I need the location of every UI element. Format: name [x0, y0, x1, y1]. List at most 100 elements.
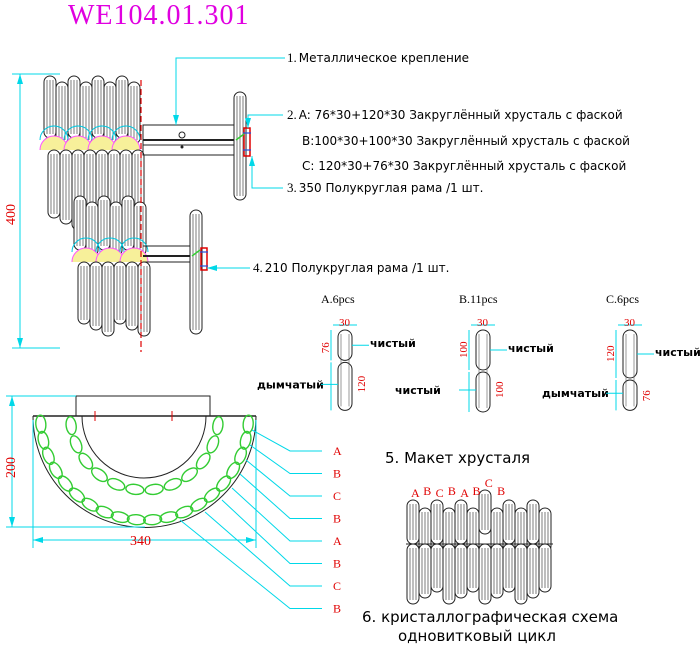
layout-crystal-bottom	[526, 543, 540, 599]
layout-crystal-top	[502, 499, 516, 545]
layout-crystal-bottom	[502, 543, 516, 593]
notes: 1.Металлическое крепление 2.A: 76*30+120…	[253, 50, 630, 275]
section-5-title: 5. Макет хрусталя	[385, 449, 530, 467]
top-finish: чистый	[508, 342, 554, 355]
outer-ring-crystal	[57, 475, 74, 492]
layout-label: A	[460, 486, 469, 500]
crystal-bottom-length: 76	[641, 390, 653, 402]
outer-ring-crystal	[81, 497, 99, 512]
section-6-line1: 6. кристаллографическая схема	[362, 608, 618, 626]
bottom-finish: дымчатый	[542, 387, 609, 400]
note-1: 1.Металлическое крепление	[287, 50, 469, 65]
inner-ring-crystal	[65, 416, 77, 436]
note-leaders	[173, 57, 285, 271]
lower-crystal-bottom	[101, 261, 115, 337]
layout-label: C	[436, 486, 444, 500]
note-2a: 2.A: 76*30+120*30 Закруглённый хрусталь …	[287, 107, 623, 122]
inner-ring-crystal	[181, 467, 199, 483]
model-title: WE104.01.301	[68, 0, 250, 31]
layout-crystal-top	[538, 507, 552, 553]
wall-mount	[75, 395, 211, 417]
lower-crystal-bottom	[137, 261, 151, 337]
crystal-bottom-length: 100	[494, 381, 506, 398]
layout-crystal-bottom	[514, 543, 528, 605]
inner-ring-crystal	[125, 483, 145, 496]
top-dimensions: 200 340	[4, 395, 257, 549]
layout-crystal-bottom	[454, 543, 468, 599]
inner-ring-crystal	[106, 477, 126, 491]
inner-ring-crystal	[69, 435, 83, 454]
layout-crystal-top	[514, 507, 528, 553]
inner-ring-crystal	[90, 467, 108, 483]
bottom-finish: чистый	[395, 384, 441, 397]
ring-label: A	[333, 444, 342, 458]
upper-crystal-top	[55, 81, 69, 145]
layout-label: B	[497, 484, 505, 498]
layout-label: B	[473, 484, 481, 498]
note-4: 4.210 Полукруглая рама /1 шт.	[253, 260, 449, 275]
layout-label: A	[411, 486, 420, 500]
outer-ring-crystal	[203, 487, 221, 503]
layout-crystal-bottom	[442, 543, 456, 605]
layout-crystal-bottom	[430, 543, 444, 593]
inner-ring-crystal	[78, 452, 94, 470]
upper-crystal-top	[79, 81, 93, 145]
outer-ring-crystal	[234, 446, 248, 466]
inner-ring-crystal	[212, 416, 224, 436]
crystal-width: 30	[477, 317, 489, 329]
upper-tier-crystals	[39, 75, 145, 231]
inner-ring-crystal	[144, 483, 164, 496]
layout-crystal-top	[454, 499, 468, 545]
top-view	[32, 395, 322, 609]
crystal-width: 30	[624, 317, 636, 329]
crystal-top-length: 100	[458, 341, 470, 358]
inner-ring-crystal	[195, 452, 211, 470]
side-view	[142, 91, 251, 335]
crystal-label: A.6pcs	[321, 292, 355, 306]
layout-crystal-bottom	[478, 543, 492, 605]
layout-crystal-bottom	[490, 543, 504, 599]
top-finish: чистый	[370, 337, 416, 350]
front-view	[39, 75, 151, 352]
layout-crystal-bottom	[406, 543, 420, 605]
outer-ring-crystal	[242, 414, 254, 434]
lower-crystal-bottom	[113, 261, 127, 325]
outer-ring-crystal	[37, 430, 50, 450]
layout-crystal-top	[418, 507, 432, 553]
ring-label: A	[333, 534, 342, 548]
outer-ring-crystal	[41, 446, 55, 466]
layout-crystal-bottom	[538, 543, 552, 593]
crystal-top-length: 120	[605, 345, 617, 362]
upper-crystal-bottom	[47, 149, 61, 219]
ring-label: B	[333, 602, 341, 616]
side-crystal-upper	[233, 91, 247, 201]
crystal-layout	[406, 489, 553, 605]
ring-label: C	[333, 579, 341, 593]
top-finish: чистый	[655, 346, 700, 359]
upper-scallops	[39, 125, 141, 151]
outer-ring-crystal	[159, 511, 179, 524]
bottom-finish: дымчатый	[257, 378, 324, 391]
width-value: 340	[130, 534, 151, 549]
depth-value: 200	[4, 457, 19, 478]
outer-ring-crystal	[239, 430, 252, 450]
lower-crystal-bottom	[125, 261, 139, 331]
layout-crystal-bottom	[466, 543, 480, 593]
layout-label: B	[448, 484, 456, 498]
side-crystal-lower	[189, 209, 203, 335]
note-3: 3.350 Полукруглая рама /1 шт.	[287, 180, 483, 195]
layout-crystal-top	[526, 499, 540, 545]
ring-label: B	[333, 512, 341, 526]
outer-ring-crystal	[215, 475, 232, 492]
layout-crystal-bottom	[418, 543, 432, 599]
crystal-top-length: 76	[320, 342, 332, 354]
crystal-width: 30	[339, 317, 351, 329]
layout-crystal-top	[490, 507, 504, 553]
upper-crystal-bottom	[59, 149, 73, 225]
outer-ring-crystal	[175, 505, 194, 519]
lower-crystal-bottom	[77, 261, 91, 325]
